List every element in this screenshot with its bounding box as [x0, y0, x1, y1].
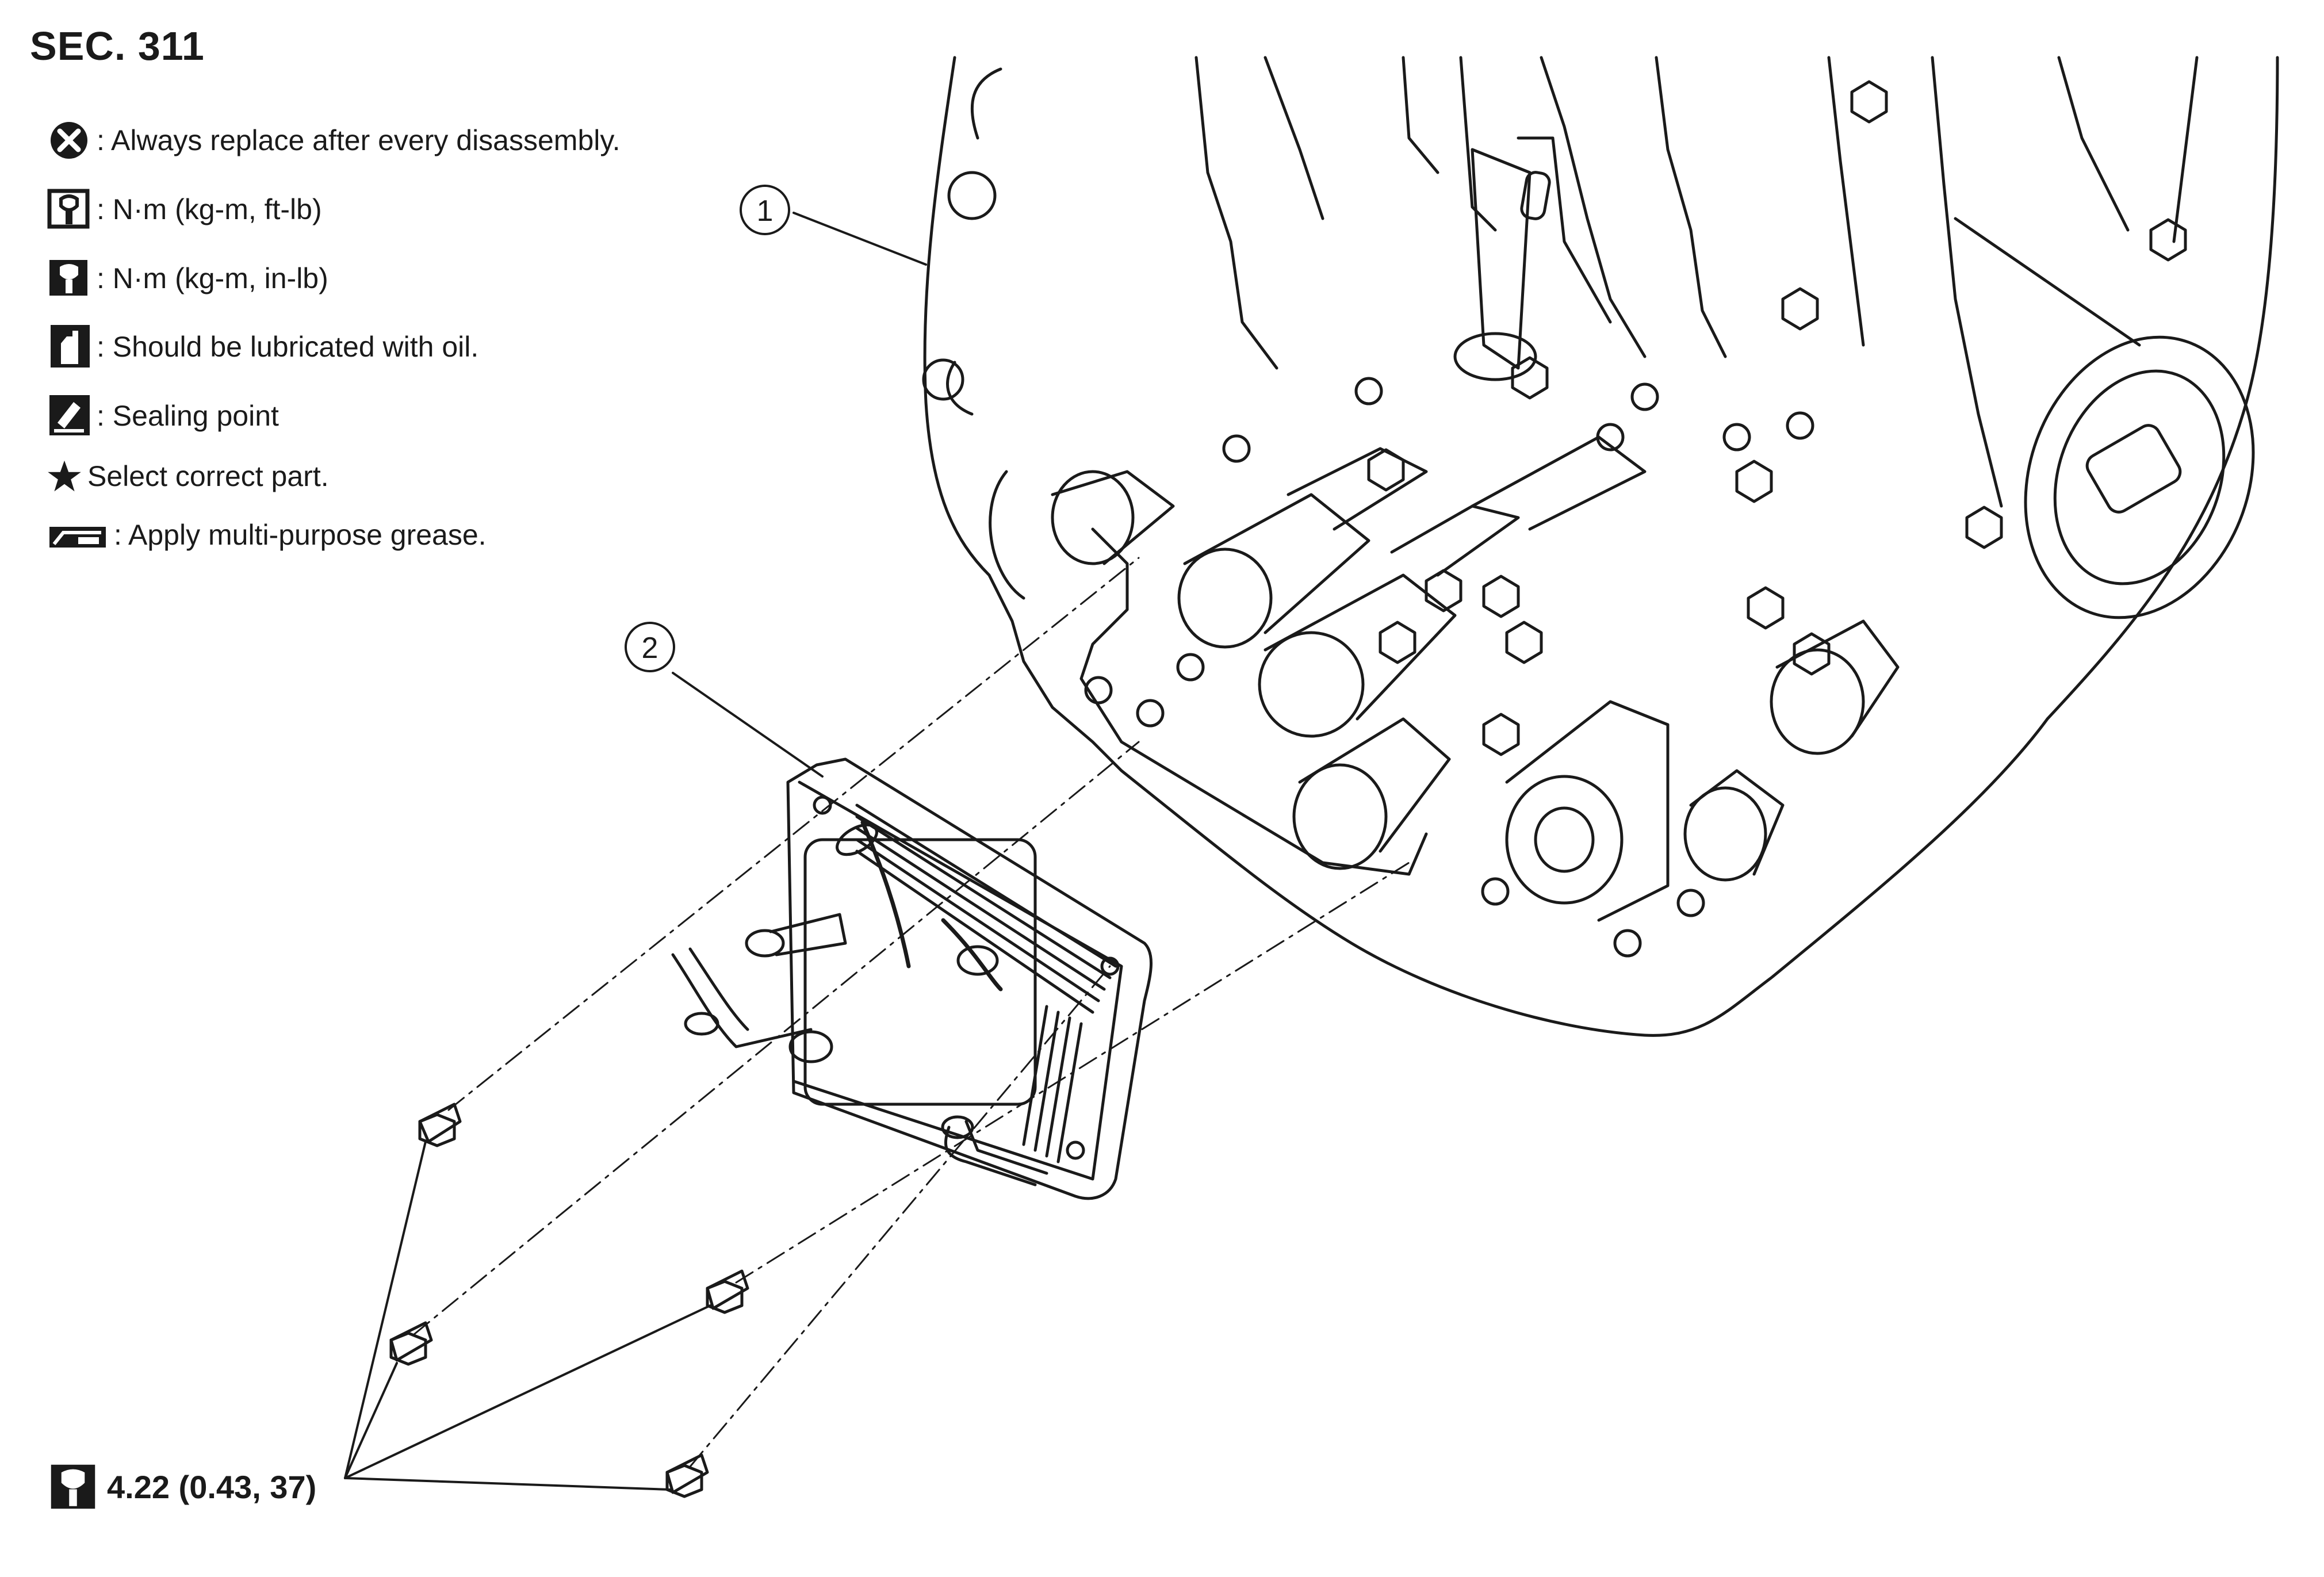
bolt	[665, 1453, 709, 1498]
legend-row-oil: : Should be lubricated with oil.	[46, 324, 478, 370]
transaxle-assembly	[922, 56, 2279, 1037]
star-icon	[48, 460, 81, 492]
legend-text: : Should be lubricated with oil.	[97, 331, 479, 363]
bolt	[389, 1321, 433, 1366]
torque-spec: 4.22 (0.43, 37)	[107, 1468, 317, 1505]
legend-row-torque-in-lb: : N·m (kg-m, in-lb)	[46, 255, 328, 301]
callout-1-leader	[792, 212, 927, 266]
torque-callout: 4.22 (0.43, 37)	[47, 1461, 316, 1513]
callout-2: 2	[625, 622, 675, 672]
legend-row-torque-ft-lb: : N·m (kg-m, ft-lb)	[46, 186, 322, 232]
callout-1-label: 1	[757, 194, 774, 228]
callout-1: 1	[740, 185, 790, 235]
always-replace-icon	[51, 122, 87, 159]
section-title: SEC. 311	[30, 24, 205, 68]
valve-body-solenoids	[1051, 435, 1900, 922]
sealing-point-icon	[49, 395, 90, 435]
legend-text: : N·m (kg-m, in-lb)	[97, 262, 328, 294]
legend-row-grease: : Apply multi-purpose grease.	[46, 512, 487, 558]
callout-2-leader	[672, 672, 824, 778]
grease-gun-icon	[49, 527, 106, 548]
torque-leaders	[344, 1140, 711, 1491]
legend-text: : Sealing point	[97, 400, 279, 432]
mounting-bolts	[389, 1103, 749, 1498]
legend-text: : Apply multi-purpose grease.	[114, 519, 487, 551]
callout-2-label: 2	[642, 631, 658, 665]
alignment-lines	[413, 557, 1410, 1468]
legend-row-sealing: : Sealing point	[46, 393, 279, 439]
bolt	[418, 1103, 462, 1147]
legend-text: : Always replace after every disassembly…	[97, 124, 621, 156]
legend-row-select-part: Select correct part.	[46, 453, 329, 499]
legend-row-always-replace: : Always replace after every disassembly…	[46, 117, 621, 163]
oil-cooler	[671, 757, 1153, 1200]
torque-wrench-in-lb-icon	[49, 260, 87, 296]
torque-wrench-ft-lb-icon	[47, 189, 90, 229]
oil-can-icon	[51, 325, 90, 368]
legend-text: Select correct part.	[87, 460, 329, 492]
case-bolts	[1084, 80, 2187, 958]
bolt	[706, 1269, 749, 1314]
torque-wrench-ft-lb-icon	[51, 1464, 95, 1509]
legend-text: : N·m (kg-m, ft-lb)	[97, 193, 322, 225]
